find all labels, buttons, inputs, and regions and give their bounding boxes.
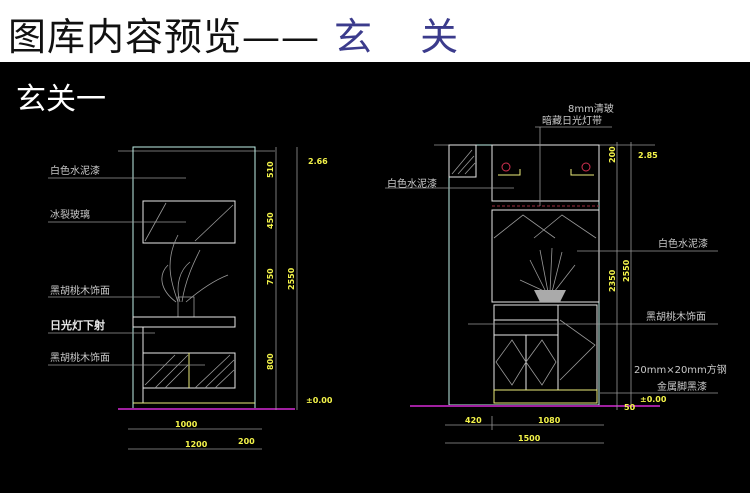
- light-fixture-icon: [581, 162, 591, 172]
- right-elevation: 8mm清玻 暗藏日光灯带 白色水泥漆 白色水泥漆 黑胡桃木饰面 20mm×20m…: [385, 102, 727, 444]
- dim-total-height: 2550: [287, 267, 296, 290]
- left-elevation: 白色水泥漆 冰裂玻璃 黑胡桃木饰面 日光灯下射 黑胡桃木饰面 510 450 7…: [48, 146, 333, 450]
- dim-420: 420: [465, 416, 482, 425]
- title-accent: 玄 关: [334, 15, 477, 59]
- niche: [491, 209, 600, 303]
- level-floor: ±0.00: [306, 396, 333, 405]
- dim-1080: 1080: [538, 416, 561, 425]
- wall-section: [448, 144, 477, 178]
- dim-200: 200: [238, 437, 255, 446]
- label-fluorescent-downlight: 日光灯下射: [50, 318, 105, 332]
- label-hidden-light-strip: 暗藏日光灯带: [542, 114, 602, 127]
- walnut-cabinet: [493, 304, 598, 391]
- dim-450: 450: [266, 212, 275, 229]
- label-ice-crack-glass: 冰裂玻璃: [50, 208, 90, 221]
- light-fixture-icon: [501, 162, 511, 172]
- level-top: 2.85: [638, 151, 658, 160]
- title-text: 图库内容预览——: [8, 15, 321, 59]
- level-top: 2.66: [308, 157, 328, 166]
- dim-50: 50: [624, 403, 636, 412]
- label-square-steel: 20mm×20mm方钢: [634, 363, 727, 376]
- shelf: [132, 316, 236, 328]
- label-metal-feet-black: 金属脚黑漆: [657, 380, 707, 393]
- label-white-cement-paint: 白色水泥漆: [387, 177, 437, 190]
- dim-200: 200: [608, 146, 617, 163]
- dim-1500: 1500: [518, 434, 541, 443]
- ceiling-box: [491, 144, 600, 202]
- label-8mm-clear-glass: 8mm清玻: [568, 102, 614, 115]
- dim-2550: 2550: [622, 259, 631, 282]
- dim-1000: 1000: [175, 420, 198, 429]
- dim-750: 750: [266, 268, 275, 285]
- left-wall-outline: [132, 146, 256, 410]
- metal-base: [493, 389, 598, 404]
- label-walnut-veneer-2: 黑胡桃木饰面: [50, 351, 110, 364]
- level-floor: ±0.00: [640, 395, 667, 404]
- label-white-cement-paint: 白色水泥漆: [50, 164, 100, 177]
- plant-icon: [519, 247, 576, 302]
- dim-2350: 2350: [608, 269, 617, 292]
- plant-icon: [161, 234, 229, 318]
- label-walnut-veneer: 黑胡桃木饰面: [50, 284, 110, 297]
- drawing-subtitle: 玄关一: [16, 82, 106, 117]
- label-white-cement-paint-2: 白色水泥漆: [658, 237, 708, 250]
- label-walnut-veneer: 黑胡桃木饰面: [646, 310, 706, 323]
- header-bar: 图库内容预览—— 玄 关: [0, 0, 750, 62]
- dim-800: 800: [266, 353, 275, 370]
- dim-1200: 1200: [185, 440, 208, 449]
- page-title: 图库内容预览—— 玄 关: [8, 6, 476, 61]
- dim-510: 510: [266, 161, 275, 178]
